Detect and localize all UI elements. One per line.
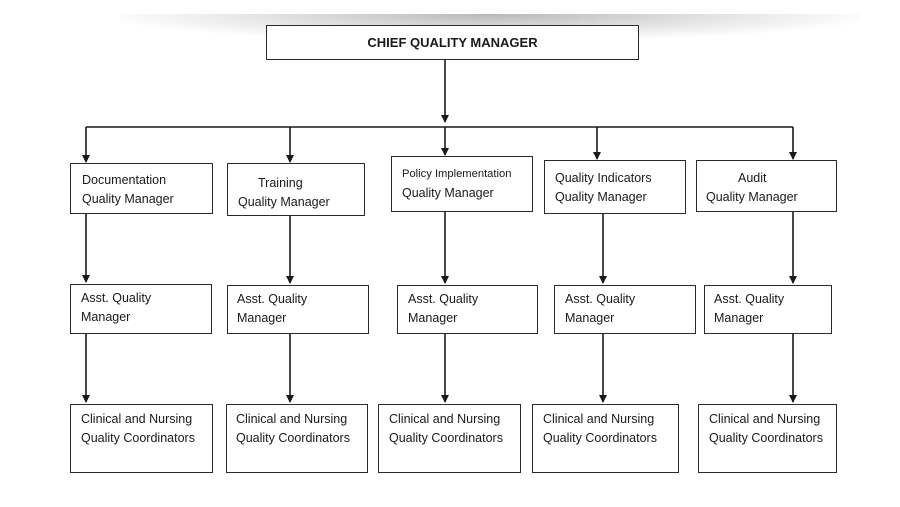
quality-indicators-assistant-box: Asst. Quality Manager — [554, 285, 696, 334]
quality-indicators-manager-box: Quality Indicators Quality Manager — [544, 160, 686, 214]
assistant-line-1: Asst. Quality — [237, 292, 308, 306]
chief-label: CHIEF QUALITY MANAGER — [367, 35, 538, 50]
chief-quality-manager-box: CHIEF QUALITY MANAGER — [266, 25, 639, 60]
manager-line-2: Quality Manager — [238, 195, 330, 209]
manager-line-1: Policy Implementation — [402, 168, 512, 180]
coordinators-line-2: Quality Coordinators — [389, 431, 503, 445]
documentation-assistant-box: Asst. Quality Manager — [70, 284, 212, 334]
coordinators-line-2: Quality Coordinators — [236, 431, 350, 445]
coordinators-line-1: Clinical and Nursing — [543, 412, 655, 426]
manager-line-1: Quality Indicators — [555, 171, 652, 185]
audit-assistant-box: Asst. Quality Manager — [704, 285, 832, 334]
coordinators-line-2: Quality Coordinators — [81, 431, 195, 445]
documentation-coordinators-box: Clinical and Nursing Quality Coordinator… — [70, 404, 213, 473]
assistant-line-1: Asst. Quality — [408, 292, 479, 306]
documentation-manager-box: Documentation Quality Manager — [70, 163, 213, 214]
coordinators-line-2: Quality Coordinators — [543, 431, 657, 445]
quality-indicators-coordinators-box: Clinical and Nursing Quality Coordinator… — [532, 404, 679, 473]
manager-line-2: Quality Manager — [402, 186, 494, 200]
manager-line-2: Quality Manager — [82, 192, 174, 206]
manager-line-1: Documentation — [82, 173, 167, 187]
assistant-line-2: Manager — [81, 310, 131, 324]
training-manager-box: Training Quality Manager — [227, 163, 365, 216]
assistant-line-2: Manager — [237, 311, 287, 325]
coordinators-line-1: Clinical and Nursing — [236, 412, 348, 426]
policy-implementation-manager-box: Policy Implementation Quality Manager — [391, 156, 533, 212]
manager-line-1: Training — [258, 176, 303, 190]
coordinators-line-1: Clinical and Nursing — [81, 412, 193, 426]
audit-coordinators-box: Clinical and Nursing Quality Coordinator… — [698, 404, 837, 473]
assistant-line-1: Asst. Quality — [714, 292, 785, 306]
manager-line-1: Audit — [738, 171, 767, 185]
coordinators-line-2: Quality Coordinators — [709, 431, 823, 445]
assistant-line-2: Manager — [408, 311, 458, 325]
coordinators-line-1: Clinical and Nursing — [389, 412, 501, 426]
assistant-line-1: Asst. Quality — [81, 291, 152, 305]
coordinators-line-1: Clinical and Nursing — [709, 412, 821, 426]
policy-implementation-coordinators-box: Clinical and Nursing Quality Coordinator… — [378, 404, 521, 473]
policy-implementation-assistant-box: Asst. Quality Manager — [397, 285, 538, 334]
assistant-line-2: Manager — [714, 311, 764, 325]
manager-line-2: Quality Manager — [555, 190, 647, 204]
manager-line-2: Quality Manager — [706, 190, 798, 204]
training-assistant-box: Asst. Quality Manager — [227, 285, 369, 334]
training-coordinators-box: Clinical and Nursing Quality Coordinator… — [226, 404, 368, 473]
assistant-line-1: Asst. Quality — [565, 292, 636, 306]
assistant-line-2: Manager — [565, 311, 615, 325]
audit-manager-box: Audit Quality Manager — [696, 160, 837, 212]
